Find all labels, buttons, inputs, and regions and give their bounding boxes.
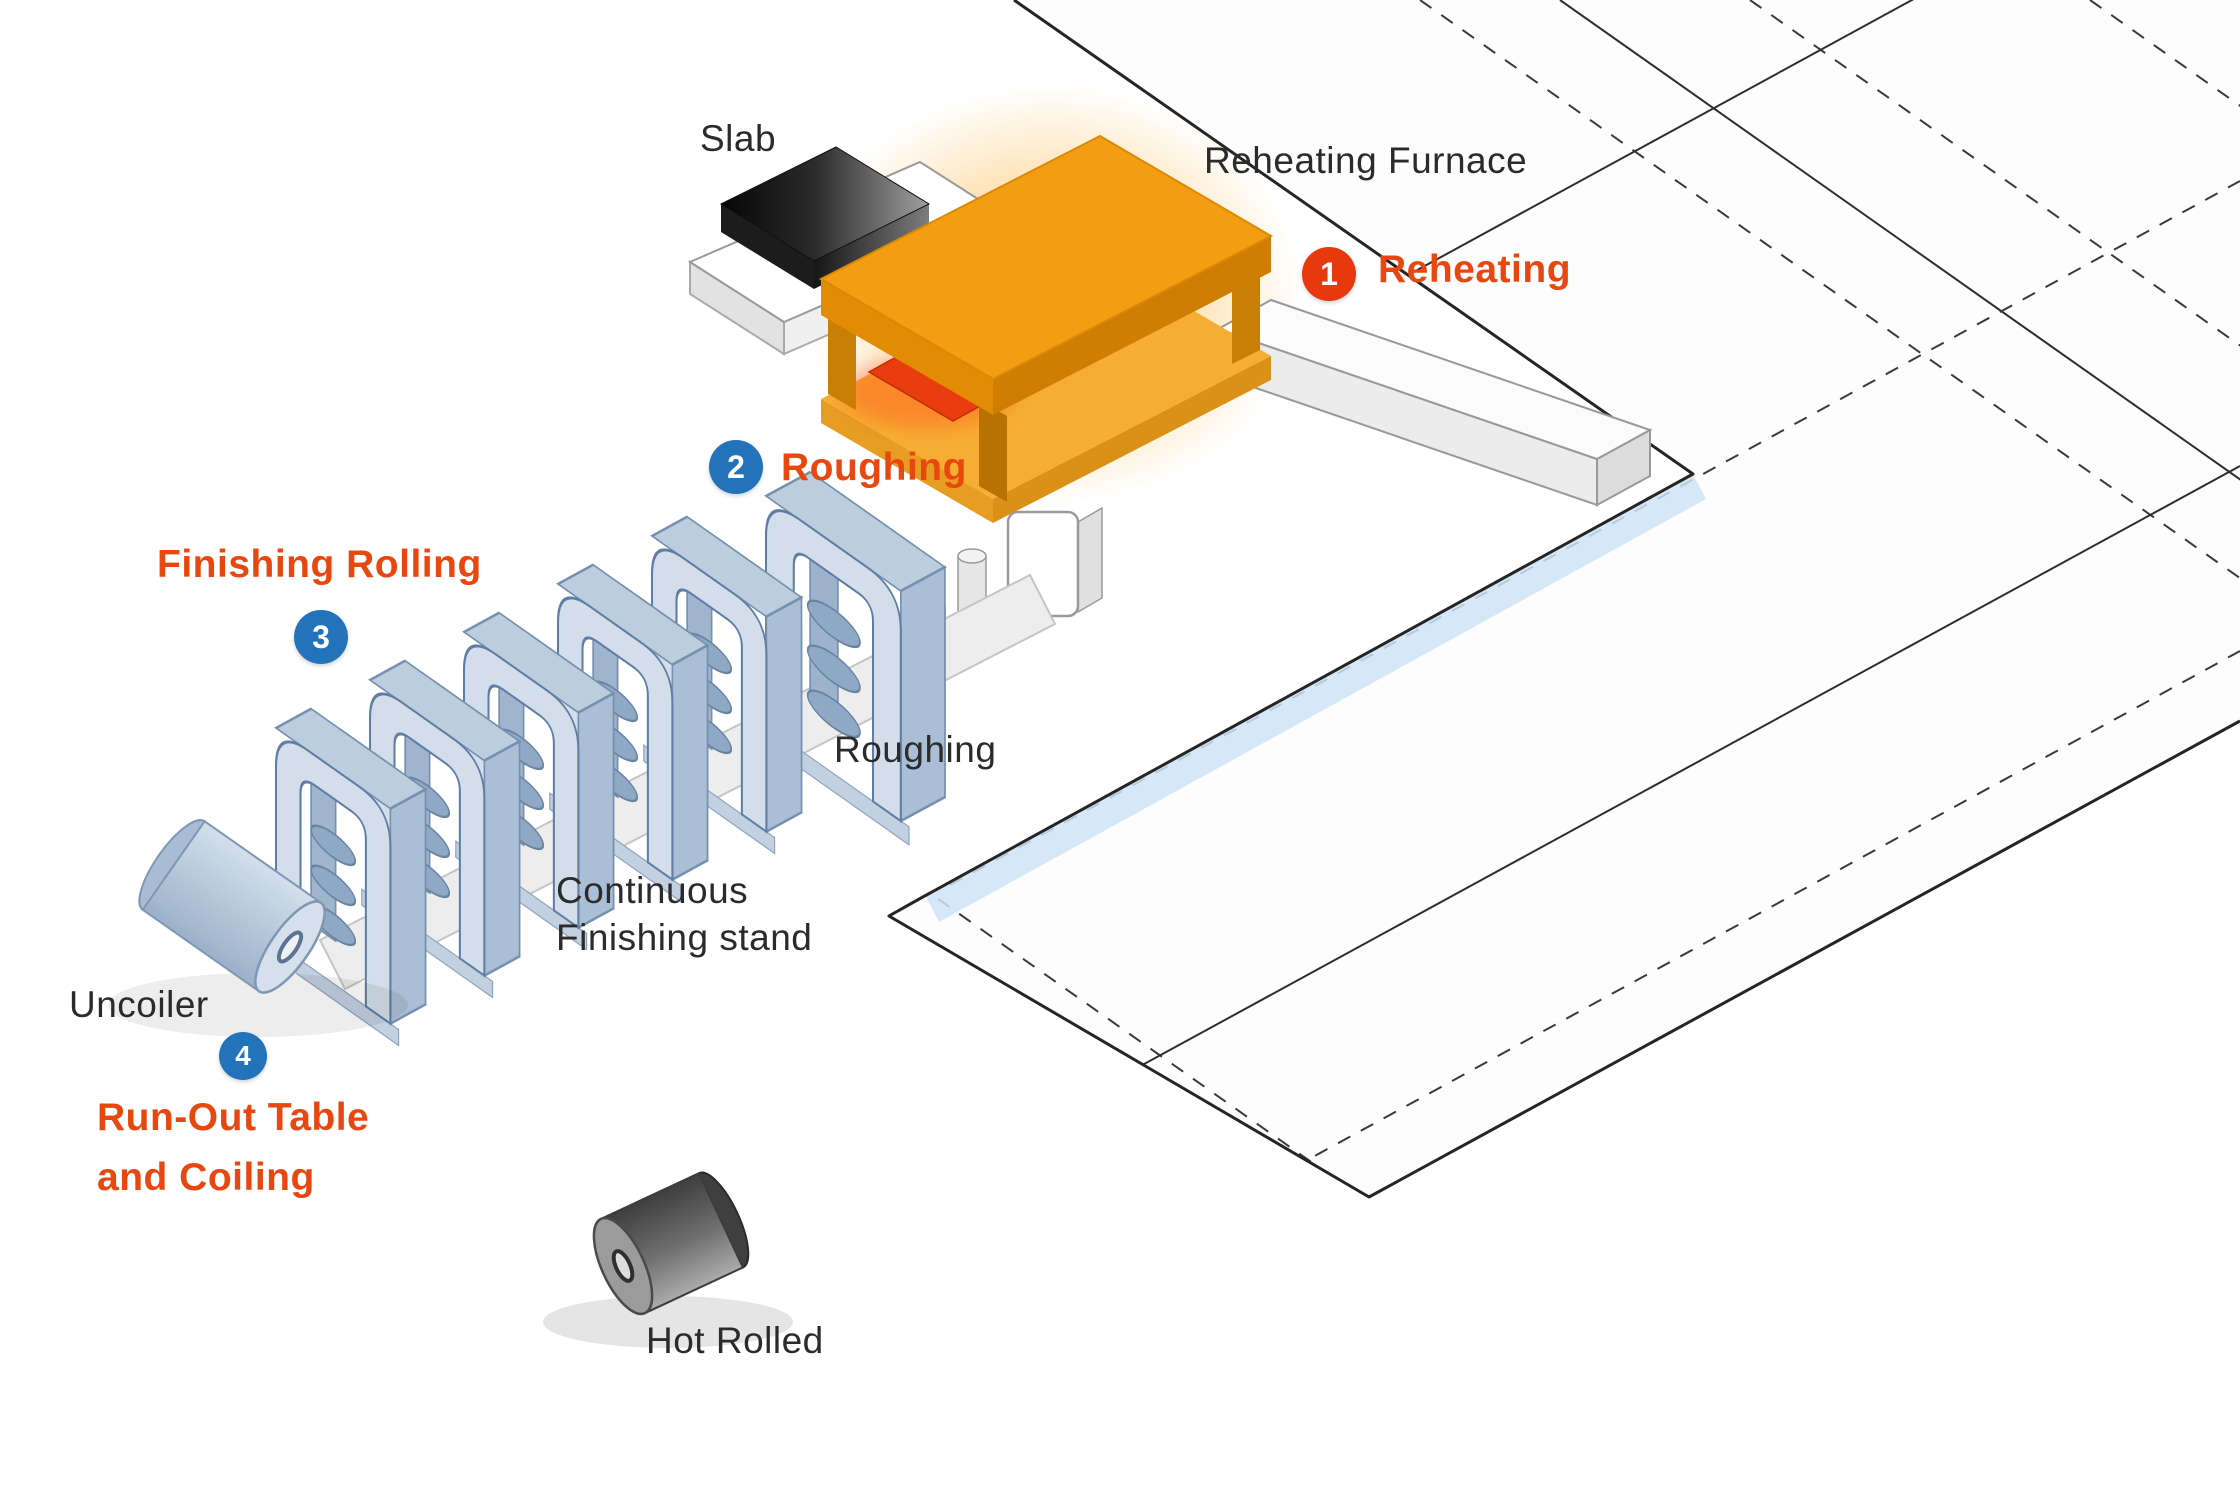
hot-rolled-coil-illustration bbox=[592, 1171, 750, 1316]
finishing-stand-illustration bbox=[643, 515, 804, 855]
step-4-label-line2: and Coiling bbox=[97, 1156, 315, 1199]
step-3-badge: 3 bbox=[294, 610, 348, 664]
finishing-stand-illustration bbox=[361, 659, 522, 999]
step-2-label: Roughing bbox=[781, 446, 967, 489]
continuous-finishing-label-line2: Finishing stand bbox=[556, 917, 813, 958]
uncoiler-label: Uncoiler bbox=[69, 984, 209, 1025]
step-4-label-line1: Run-Out Table bbox=[97, 1096, 370, 1139]
furnace-exit-conveyor bbox=[1215, 298, 1653, 507]
reheating-furnace-illustration bbox=[818, 134, 1274, 523]
step-2-badge: 2 bbox=[709, 440, 763, 494]
reheating-furnace-label: Reheating Furnace bbox=[1204, 140, 1528, 181]
step-3-label: Finishing Rolling bbox=[157, 543, 482, 586]
uncoiler-illustration bbox=[138, 819, 326, 994]
roughing-machine-label: Roughing bbox=[834, 729, 997, 770]
step-4-badge: 4 bbox=[219, 1032, 267, 1080]
step-1-badge: 1 bbox=[1302, 247, 1356, 301]
slab-label: Slab bbox=[700, 118, 777, 159]
continuous-finishing-label-line1: Continuous bbox=[556, 870, 749, 911]
hot-rolled-label: Hot Rolled bbox=[646, 1320, 824, 1361]
floor-stripe bbox=[926, 474, 1706, 922]
step-1-label: Reheating bbox=[1378, 248, 1572, 291]
